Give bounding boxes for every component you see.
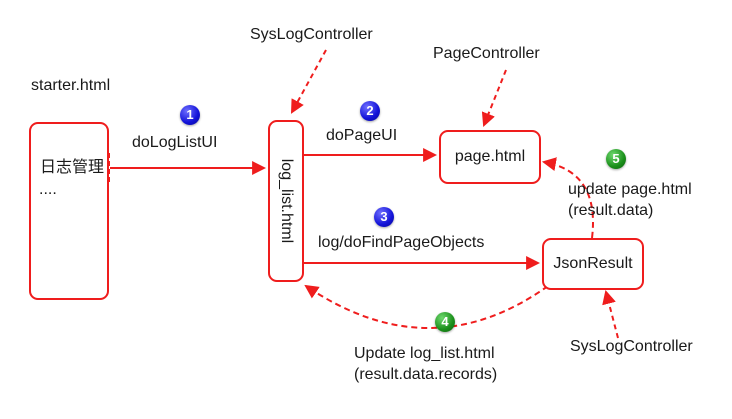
log-list-label: log_list.html <box>278 158 295 244</box>
arrow-syslogcontroller-top <box>290 49 327 114</box>
arrow-step-4 <box>304 284 549 329</box>
menu-more-ellipsis: .... <box>39 181 57 198</box>
arrow-pagecontroller <box>481 69 507 127</box>
step-4-sublabel: (result.data.records) <box>354 366 498 383</box>
step-1-badge: 1 <box>180 105 200 125</box>
step-5-badge: 5 <box>606 149 626 169</box>
arrow-step-5 <box>541 157 594 239</box>
pagecontroller-label: PageController <box>433 45 540 62</box>
starter-page-box <box>29 122 109 300</box>
step-2-label: doPageUI <box>326 127 398 144</box>
step-5-sublabel: (result.data) <box>568 202 654 219</box>
step-1-label: doLogListUI <box>132 134 218 151</box>
json-result-box <box>542 238 644 290</box>
json-result-label: JsonResult <box>553 255 633 272</box>
step-4-label: Update log_list.html <box>354 345 495 362</box>
step-2-badge: 2 <box>360 101 380 121</box>
syslogcontroller-bottom-label: SysLogController <box>570 338 693 355</box>
page-html-label: page.html <box>454 148 526 165</box>
arrow-syslogcontroller-bottom <box>602 289 619 339</box>
step-4-badge: 4 <box>435 312 455 332</box>
menu-item-log-management[interactable]: 日志管理 <box>40 159 105 176</box>
step-5-label: update page.html <box>568 181 692 198</box>
log-list-box <box>268 120 304 282</box>
starter-title: starter.html <box>31 77 111 94</box>
syslogcontroller-top-label: SysLogController <box>250 26 373 43</box>
step-3-badge: 3 <box>374 207 394 227</box>
step-3-label: log/doFindPageObjects <box>318 234 485 251</box>
page-html-box <box>439 130 541 184</box>
